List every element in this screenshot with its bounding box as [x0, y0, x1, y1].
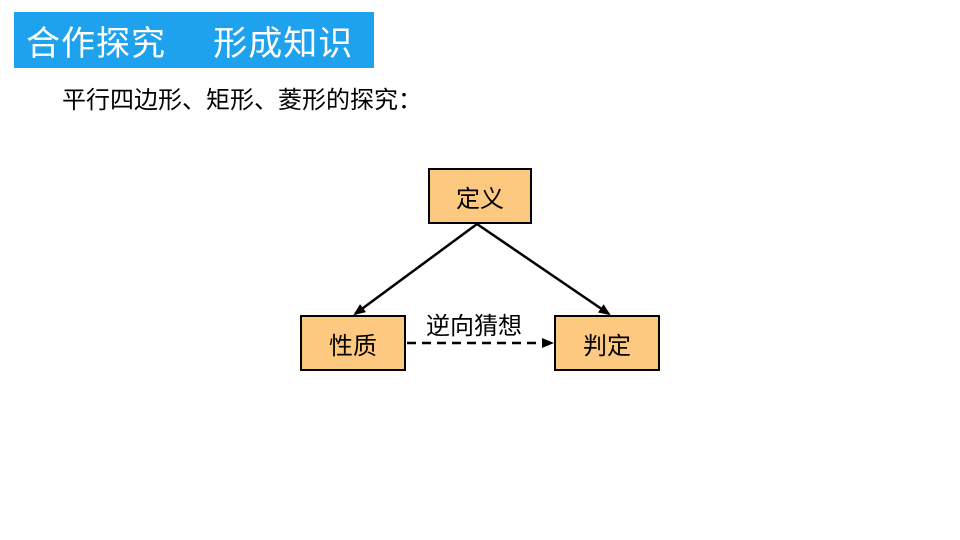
- arrow-definition-to-property: [353, 222, 478, 316]
- edge-label-reverse-conjecture: 逆向猜想: [426, 312, 522, 340]
- node-definition-label: 定义: [456, 184, 504, 213]
- page-title: 合作探究 形成知识: [26, 23, 354, 64]
- node-definition: 定义: [428, 168, 532, 224]
- title-banner: 合作探究 形成知识: [14, 12, 374, 68]
- node-property-label: 性质: [329, 331, 377, 360]
- node-property: 性质: [300, 315, 406, 371]
- subtitle: 平行四边形、矩形、菱形的探究：: [62, 86, 422, 114]
- arrow-definition-to-criterion: [476, 222, 611, 316]
- node-criterion: 判定: [554, 315, 660, 371]
- node-criterion-label: 判定: [583, 331, 631, 360]
